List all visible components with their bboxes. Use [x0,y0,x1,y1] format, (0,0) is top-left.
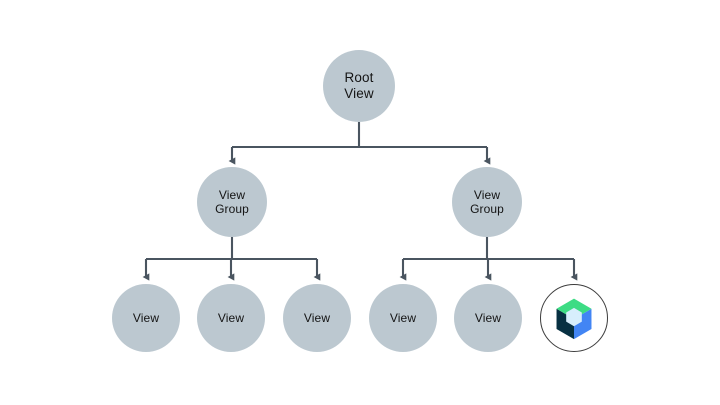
node-viewgroup-right[interactable]: View Group [452,167,522,237]
node-root-view[interactable]: Root View [323,50,395,122]
node-root-view-label: Root View [344,70,374,101]
node-viewgroup-right-label: View Group [470,187,504,216]
node-view-1-label: View [132,310,160,325]
node-view-5-label: View [474,310,502,325]
node-viewgroup-left[interactable]: View Group [197,167,267,237]
node-view-4[interactable]: View [369,284,437,352]
node-view-2-label: View [217,310,245,325]
node-view-3-label: View [303,310,331,325]
node-view-5[interactable]: View [454,284,522,352]
node-viewgroup-left-label: View Group [215,187,249,216]
node-compose-interop[interactable] [540,284,608,352]
node-view-1[interactable]: View [112,284,180,352]
node-view-3[interactable]: View [283,284,351,352]
node-view-4-label: View [389,310,417,325]
jetpack-compose-logo-icon [556,298,592,340]
node-view-2[interactable]: View [197,284,265,352]
